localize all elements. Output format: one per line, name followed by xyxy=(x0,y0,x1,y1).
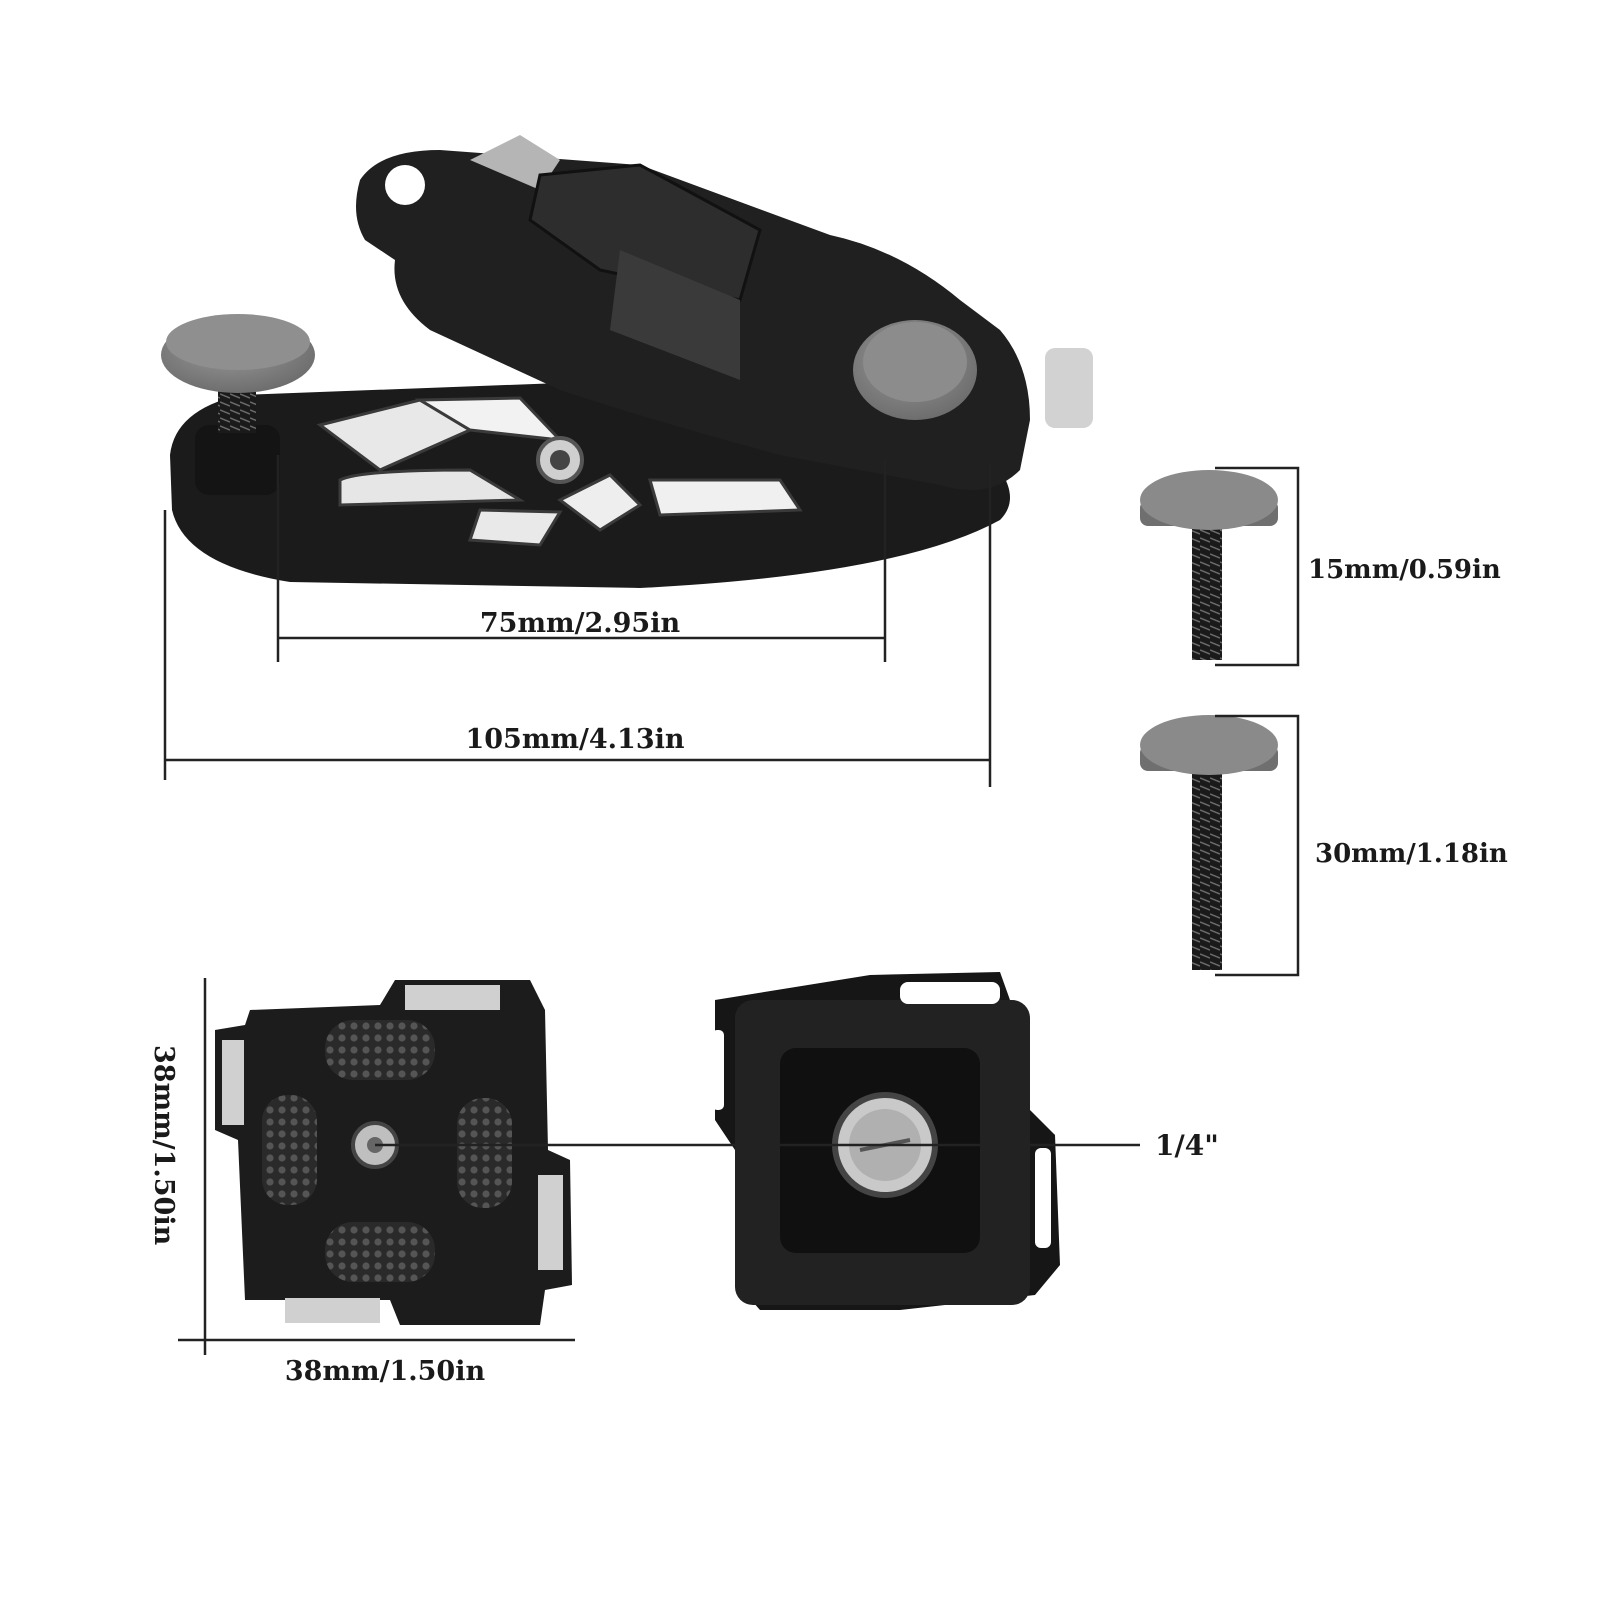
short-screw-head-icon xyxy=(1140,470,1278,530)
clip-dimension-lines xyxy=(163,455,992,787)
base-plate-cutouts xyxy=(316,396,803,547)
clip-total-width-label: 105mm/4.13in xyxy=(465,724,684,755)
short-screw-illustration xyxy=(1140,470,1278,660)
quick-release-plate-top xyxy=(215,980,572,1325)
left-post xyxy=(195,425,280,495)
side-knob-icon xyxy=(1045,348,1093,428)
quick-release-plate-bottom xyxy=(712,972,1060,1310)
grip-pad-top xyxy=(325,1020,435,1080)
long-screw-length-label: 30mm/1.18in xyxy=(1315,839,1508,869)
long-screw-dimension xyxy=(1215,714,1300,977)
short-screw-dimension xyxy=(1215,466,1300,667)
plate-width-label: 38mm/1.50in xyxy=(285,1356,486,1387)
long-screw-illustration xyxy=(1140,715,1278,970)
clip-inner-width-label: 75mm/2.95in xyxy=(480,608,681,639)
grip-pad-left xyxy=(262,1095,317,1205)
plate-dimension-lines xyxy=(178,978,575,1355)
grip-pad-bottom xyxy=(325,1222,435,1282)
grip-pad-right xyxy=(457,1098,512,1208)
camera-clip-illustration xyxy=(161,135,1093,588)
thread-size-label: 1/4" xyxy=(1155,1129,1219,1162)
long-screw-head-icon xyxy=(1140,715,1278,775)
short-screw-length-label: 15mm/0.59in xyxy=(1308,555,1501,585)
plate-height-label: 38mm/1.50in xyxy=(148,1045,179,1246)
